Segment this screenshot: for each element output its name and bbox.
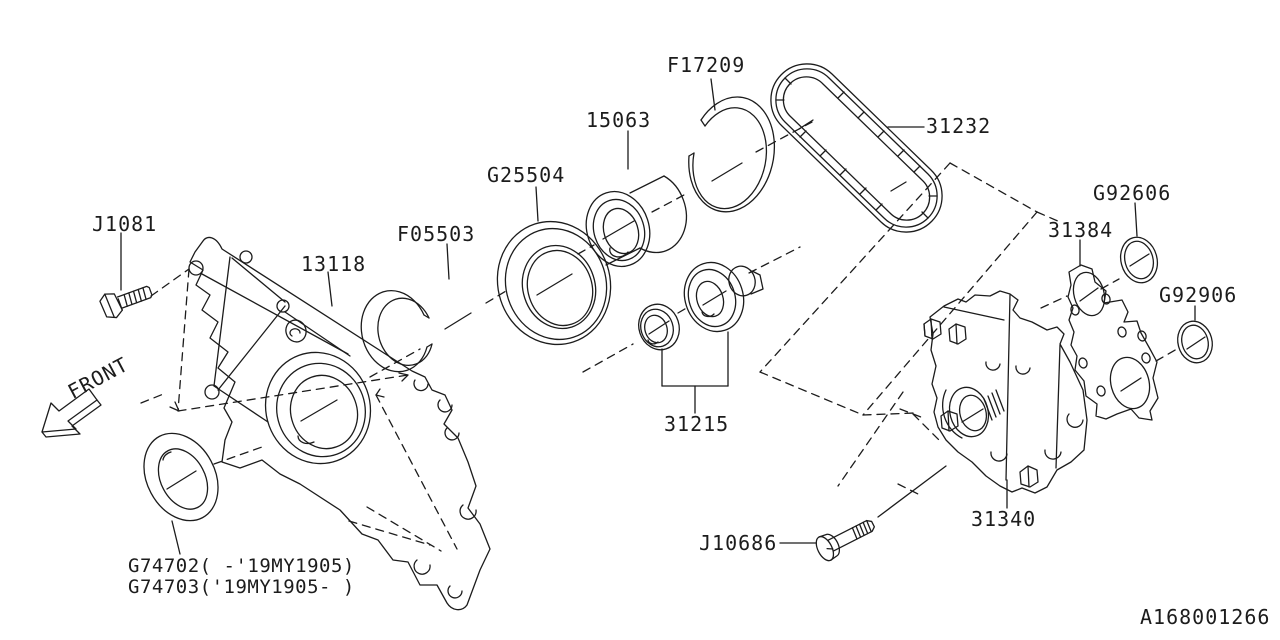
part-label-j10686[interactable]: J10686 — [699, 531, 778, 555]
timing-cover-13118-drawing — [189, 237, 490, 609]
bolt-j1081-drawing — [98, 279, 155, 321]
seal-g25504-drawing — [482, 207, 627, 360]
oil-pump-31340-drawing — [924, 291, 1087, 493]
part-label-f05503[interactable]: F05503 — [397, 222, 476, 246]
part-label-f17209[interactable]: F17209 — [667, 53, 746, 77]
gasket-31384-drawing — [1068, 265, 1158, 420]
part-label-31215[interactable]: 31215 — [664, 412, 730, 436]
oil-seal-g74702-drawing — [129, 420, 232, 533]
snap-ring-f17209-drawing — [689, 97, 775, 212]
dashed-line-arrowheads — [170, 373, 408, 411]
snap-ring-f05503-drawing — [361, 291, 432, 372]
part-label-31232[interactable]: 31232 — [926, 114, 992, 138]
assembly-axis-dashed-lines — [141, 122, 1177, 551]
o-ring-g92906-drawing — [1173, 317, 1217, 366]
part-label-13118[interactable]: 13118 — [301, 252, 367, 276]
part-label-31384[interactable]: 31384 — [1048, 218, 1114, 242]
bolt-j10686-drawing — [813, 513, 879, 564]
part-label-g25504[interactable]: G25504 — [487, 163, 566, 187]
part-label-31340[interactable]: 31340 — [971, 507, 1037, 531]
rotor-15063-drawing — [577, 176, 687, 275]
figure-id-label: A168001266 — [1140, 605, 1271, 629]
part-label-g74702[interactable]: G74702( -'19MY1905) — [128, 555, 355, 577]
parts-31215-drawing — [633, 255, 763, 355]
part-label-g92606[interactable]: G92606 — [1093, 181, 1172, 205]
chain-31232-drawing — [771, 64, 942, 232]
part-label-15063[interactable]: 15063 — [586, 108, 652, 132]
part-label-j1081[interactable]: J1081 — [92, 212, 158, 236]
front-arrow-icon — [42, 389, 101, 437]
o-ring-g92606-drawing — [1116, 233, 1163, 287]
part-label-g92906[interactable]: G92906 — [1159, 283, 1238, 307]
part-label-g74703[interactable]: G74703('19MY1905- ) — [128, 576, 355, 598]
